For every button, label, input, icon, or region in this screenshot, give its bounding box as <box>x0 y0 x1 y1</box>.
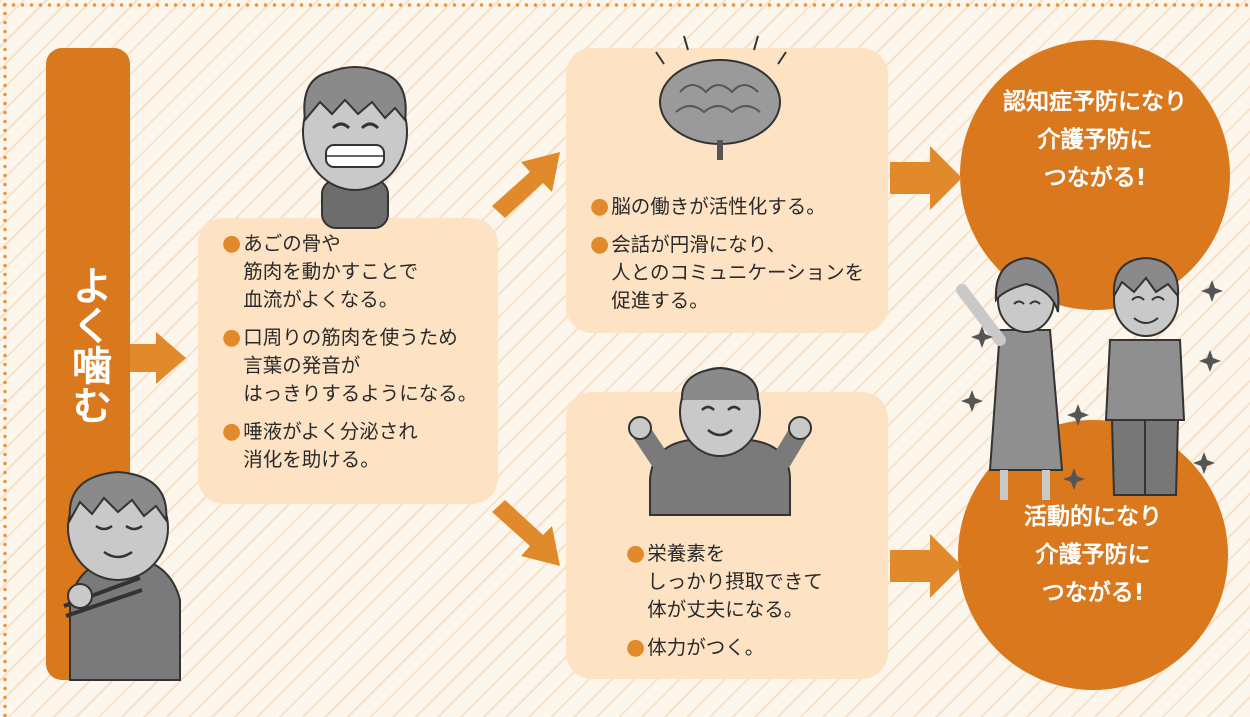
sparkle-icon <box>1067 404 1089 426</box>
list-item: ●脳の働きが活性化する。 <box>590 194 826 219</box>
list-item: ●栄養素を しっかり摂取できて 体が丈夫になる。 <box>626 540 888 624</box>
list-item-text: 会話が円滑になり、 人とのコミュニケーションを 促進する。 <box>611 233 865 312</box>
outcome-circle-dementia: 認知症予防になり 介護予防に つながる! <box>960 40 1230 310</box>
list-item-text: 唾液がよく分泌され 消化を助ける。 <box>243 420 418 471</box>
list-item: ●口周りの筋肉を使うため 言葉の発音が はっきりするようになる。 <box>222 324 498 408</box>
brain-icon <box>655 35 787 160</box>
arrow-up-right-icon <box>492 152 560 218</box>
sparkle-icon <box>1201 280 1223 302</box>
arrow-right-icon <box>890 146 962 210</box>
sparkle-icon <box>1063 468 1085 490</box>
list-item: ●会話が円滑になり、 人とのコミュニケーションを 促進する。 <box>590 231 888 315</box>
sparkle-icon <box>1193 452 1215 474</box>
list-item: ●あごの骨や 筋肉を動かすことで 血流がよくなる。 <box>222 230 498 314</box>
elderly-man-eating-icon <box>63 470 181 681</box>
elderly-couple-cheering-icon <box>956 256 1223 500</box>
sparkle-icon <box>1199 350 1221 372</box>
chew-well-label: よく噛む <box>65 265 111 425</box>
brain-effects-box: ●脳の働きが活性化する。 ●会話が円滑になり、 人とのコミュニケーションを 促進… <box>566 48 888 333</box>
arrow-right-icon <box>130 332 186 384</box>
sparkle-icon <box>971 326 993 348</box>
elderly-man-grinning-icon <box>302 66 408 229</box>
sparkle-icon <box>961 390 983 412</box>
list-item: ●唾液がよく分泌され 消化を助ける。 <box>222 418 498 474</box>
list-item-text: 栄養素を しっかり摂取できて 体が丈夫になる。 <box>647 542 823 621</box>
dotted-border-top <box>0 0 1250 10</box>
arrow-right-icon <box>890 534 962 598</box>
elderly-man-flexing-icon <box>628 366 812 516</box>
outcome-text: 活動的になり 介護予防に つながる! <box>1024 504 1162 606</box>
list-item-text: 口周りの筋肉を使うため 言葉の発音が はっきりするようになる。 <box>243 326 478 405</box>
list-item-text: 体力がつく。 <box>647 636 765 659</box>
list-item: ●体力がつく。 <box>626 635 765 660</box>
outcome-text: 認知症予防になり 介護予防に つながる! <box>1003 89 1187 191</box>
list-item-text: 脳の働きが活性化する。 <box>611 195 826 218</box>
list-item-text: あごの骨や 筋肉を動かすことで 血流がよくなる。 <box>243 232 419 311</box>
chewing-effects-box: ●あごの骨や 筋肉を動かすことで 血流がよくなる。 ●口周りの筋肉を使うため 言… <box>198 218 498 504</box>
dotted-border-left <box>0 0 10 717</box>
arrow-down-right-icon <box>492 500 560 566</box>
